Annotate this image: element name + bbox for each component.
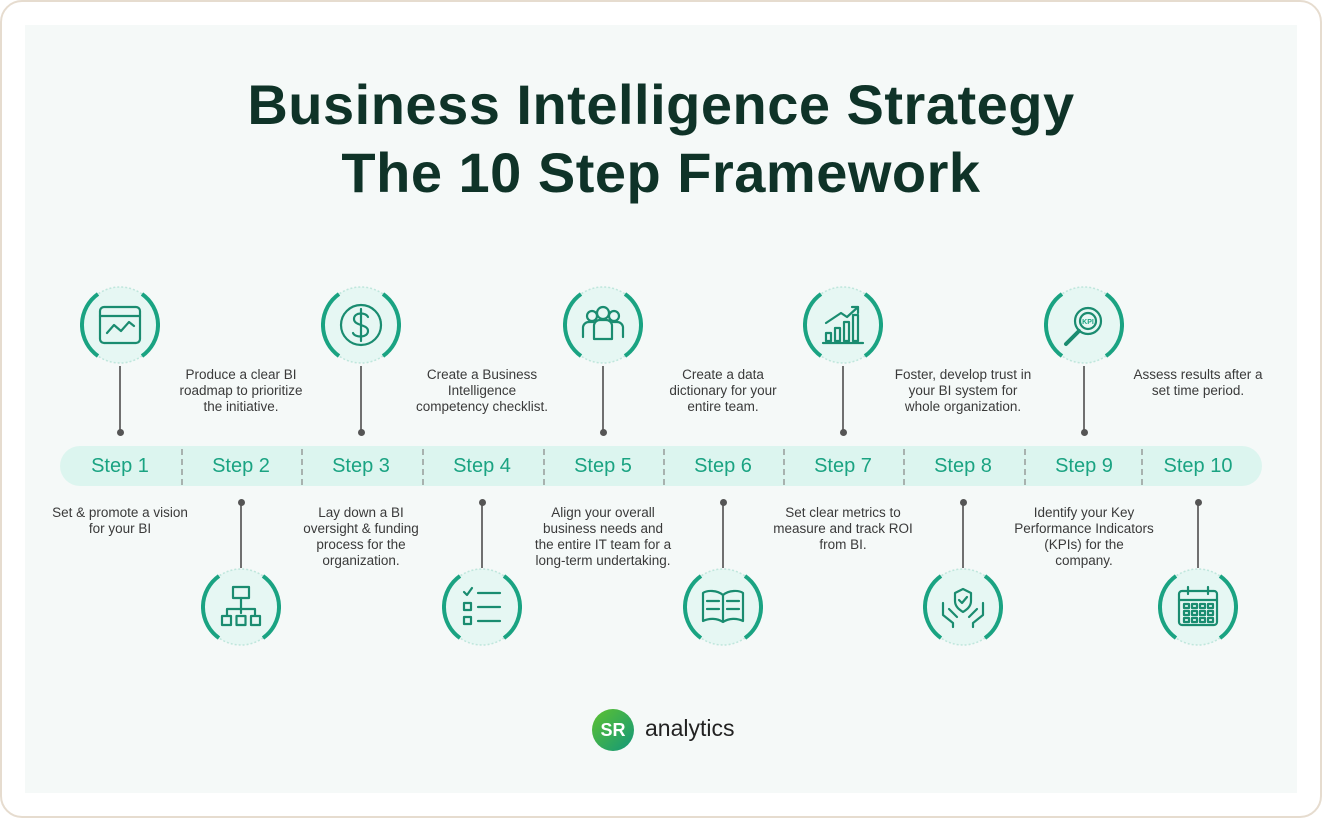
- connector-line: [602, 366, 604, 432]
- step-4-label: Step 4: [453, 455, 511, 477]
- title-line-2: The 10 Step Framework: [341, 141, 981, 204]
- step-separator: [783, 449, 785, 485]
- connector-line: [119, 366, 121, 432]
- step-1-description: Set & promote a vision for your BI: [52, 505, 188, 536]
- team-icon: [563, 286, 643, 364]
- step-separator: [543, 449, 545, 485]
- connector-dot: [1080, 429, 1088, 436]
- step-separator: [181, 449, 183, 485]
- step-separator: [1141, 449, 1143, 485]
- calendar-icon: [1158, 568, 1238, 646]
- connector-line: [240, 502, 242, 568]
- title-line-1: Business Intelligence Strategy: [247, 73, 1075, 136]
- step-5-label: Step 5: [574, 455, 632, 477]
- connector-dot: [959, 499, 967, 506]
- connector-line: [962, 502, 964, 568]
- step-7-label: Step 7: [814, 455, 872, 477]
- step-8-description: Foster, develop trust in your BI system …: [894, 367, 1032, 414]
- step-9-icon-badge: KPI: [1044, 285, 1124, 365]
- step-1-label: Step 1: [91, 455, 149, 477]
- step-4-icon-badge: [442, 567, 522, 647]
- step-6-label: Step 6: [694, 455, 752, 477]
- step-6-icon-badge: [683, 567, 763, 647]
- step-separator: [301, 449, 303, 485]
- step-8-label: Step 8: [934, 455, 992, 477]
- checklist-icon: [442, 568, 522, 646]
- connector-dot: [357, 429, 365, 436]
- step-10-icon-badge: [1158, 567, 1238, 647]
- connector-line: [360, 366, 362, 432]
- step-5-description: Align your overall business needs and th…: [534, 505, 672, 568]
- step-3-icon-badge: [321, 285, 401, 365]
- step-separator: [1024, 449, 1026, 485]
- connector-dot: [1194, 499, 1202, 506]
- connector-line: [1083, 366, 1085, 432]
- connector-dot: [719, 499, 727, 506]
- step-5-icon-badge: [563, 285, 643, 365]
- hierarchy-icon: [201, 568, 281, 646]
- step-10-description: Assess results after a set time period.: [1133, 367, 1263, 398]
- connector-line: [722, 502, 724, 568]
- connector-line: [1197, 502, 1199, 568]
- step-7-icon-badge: [803, 285, 883, 365]
- kpi-search-icon: KPI: [1044, 286, 1124, 364]
- step-10-label: Step 10: [1163, 455, 1233, 477]
- logo-text: analytics: [645, 715, 735, 741]
- step-separator: [663, 449, 665, 485]
- step-7-description: Set clear metrics to measure and track R…: [773, 505, 913, 552]
- step-3-label: Step 3: [332, 455, 390, 477]
- svg-text:KPI: KPI: [1082, 319, 1094, 326]
- step-6-description: Create a data dictionary for your entire…: [669, 367, 777, 414]
- dollar-icon: [321, 286, 401, 364]
- connector-dot: [599, 429, 607, 436]
- step-2-description: Produce a clear BI roadmap to prioritize…: [179, 367, 303, 414]
- connector-dot: [237, 499, 245, 506]
- connector-dot: [839, 429, 847, 436]
- connector-line: [842, 366, 844, 432]
- connector-dot: [478, 499, 486, 506]
- connector-line: [481, 502, 483, 568]
- step-1-icon-badge: [80, 285, 160, 365]
- dashboard-chart-icon: [80, 286, 160, 364]
- step-separator: [422, 449, 424, 485]
- logo-mark: SR: [592, 709, 634, 751]
- step-9-label: Step 9: [1055, 455, 1113, 477]
- step-4-description: Create a Business Intelligence competenc…: [415, 367, 549, 414]
- connector-dot: [116, 429, 124, 436]
- trust-hands-icon: [923, 568, 1003, 646]
- step-9-description: Identify your Key Performance Indicators…: [1014, 505, 1154, 568]
- background-panel: [25, 25, 1297, 793]
- growth-chart-icon: [803, 286, 883, 364]
- timeline-bar: [60, 446, 1262, 486]
- step-separator: [903, 449, 905, 485]
- step-3-description: Lay down a BI oversight & funding proces…: [303, 505, 419, 568]
- step-2-icon-badge: [201, 567, 281, 647]
- step-8-icon-badge: [923, 567, 1003, 647]
- book-icon: [683, 568, 763, 646]
- step-2-label: Step 2: [212, 455, 270, 477]
